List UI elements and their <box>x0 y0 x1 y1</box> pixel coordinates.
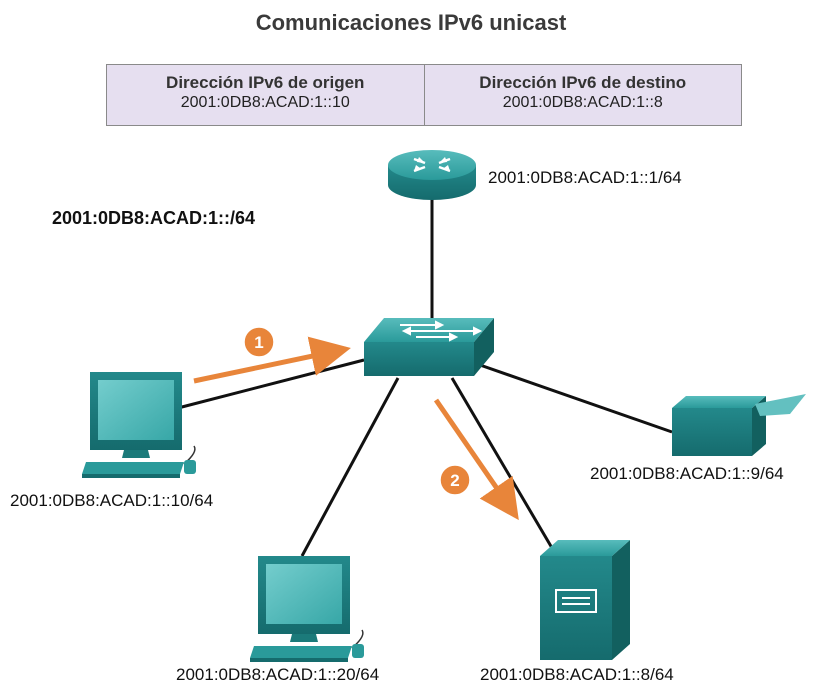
address-header-table: Dirección IPv6 de origen 2001:0DB8:ACAD:… <box>106 64 742 126</box>
server-icon <box>540 540 630 660</box>
printer-address-label: 2001:0DB8:ACAD:1::9/64 <box>590 464 784 483</box>
diagram-title: Comunicaciones IPv6 unicast <box>255 10 567 35</box>
step-2-number: 2 <box>450 471 459 490</box>
link-switch-pc-bottom <box>300 377 400 557</box>
packet-arrow-1 <box>193 336 351 384</box>
server-address-label: 2001:0DB8:ACAD:1::8/64 <box>480 665 674 684</box>
network-links <box>177 195 673 557</box>
source-address-cell: Dirección IPv6 de origen 2001:0DB8:ACAD:… <box>107 65 424 125</box>
printer-icon <box>672 394 806 456</box>
link-switch-printer <box>479 363 673 434</box>
network-prefix-label: 2001:0DB8:ACAD:1::/64 <box>52 208 256 228</box>
pc-icon <box>250 556 364 662</box>
destination-address-label: Dirección IPv6 de destino <box>479 73 687 92</box>
pc-left-address-label: 2001:0DB8:ACAD:1::10/64 <box>10 491 214 510</box>
router-address-label: 2001:0DB8:ACAD:1::1/64 <box>488 168 682 187</box>
pc-icon <box>82 372 196 478</box>
step-2-badge: 2 <box>439 464 471 496</box>
packet-arrow-2 <box>433 398 519 521</box>
destination-address-value: 2001:0DB8:ACAD:1::8 <box>502 94 663 111</box>
source-address-value: 2001:0DB8:ACAD:1::10 <box>180 94 350 111</box>
switch-icon <box>364 318 494 376</box>
step-1-number: 1 <box>254 333 263 352</box>
step-1-badge: 1 <box>243 326 275 358</box>
link-switch-server <box>450 377 554 549</box>
source-address-label: Dirección IPv6 de origen <box>166 73 365 92</box>
destination-address-cell: Dirección IPv6 de destino 2001:0DB8:ACAD… <box>423 65 742 125</box>
pc-bottom-address-label: 2001:0DB8:ACAD:1::20/64 <box>176 665 380 684</box>
router-icon <box>388 150 476 200</box>
